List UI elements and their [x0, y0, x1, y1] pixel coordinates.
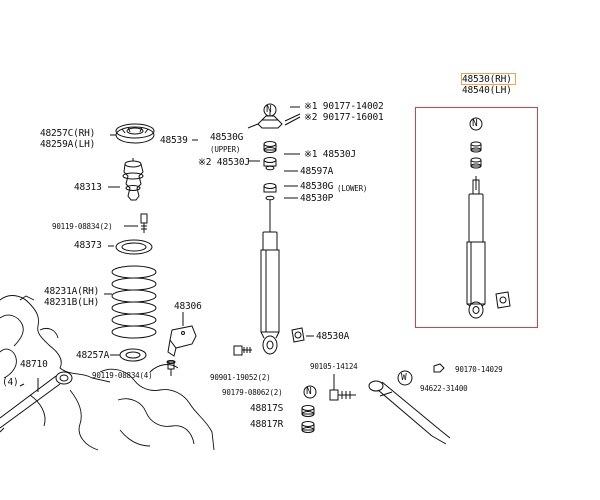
n-marker-top: N [266, 104, 272, 115]
bolt-90119-lower [166, 360, 176, 376]
part-label-48540-lh[interactable]: 48540(LH) [462, 85, 512, 96]
part-number-highlight[interactable] [461, 73, 516, 85]
part-label-90179[interactable]: 90179-08062(2) [222, 388, 283, 397]
part-label-48530p[interactable]: 48530P [300, 193, 334, 204]
ref-90177-16001[interactable]: ※2 90177-16001 [304, 112, 384, 123]
part-label-48257c[interactable]: 48257C(RH) [40, 128, 96, 139]
part-label-48710[interactable]: 48710 [20, 359, 48, 370]
bolt-90105 [329, 374, 356, 401]
bushings-48817 [301, 405, 315, 433]
part-label-48530g-lower[interactable]: 48530G [300, 181, 334, 192]
part-label-48530-rh[interactable]: 48530(RH) [462, 74, 512, 85]
part-label-48231b[interactable]: 48231B(LH) [44, 297, 100, 308]
bracket-48306 [167, 312, 197, 357]
upper-spring-seat [110, 123, 155, 144]
shock-absorber-mid [260, 216, 314, 355]
n-marker-right: N [472, 118, 478, 129]
part-label-48539[interactable]: 48539 [160, 135, 188, 146]
lower-link-arm [368, 363, 451, 445]
chassis-outline [0, 295, 215, 451]
part-label-90170[interactable]: 90170-14029 [455, 365, 503, 374]
upper-mount-stack [192, 103, 301, 216]
nut-90179 [303, 385, 317, 399]
part-label-48597a[interactable]: 48597A [300, 166, 334, 177]
part-label-lower: (LOWER) [337, 184, 368, 193]
part-label-upper: (UPPER) [210, 145, 241, 154]
part-label-48231a[interactable]: 48231A(RH) [44, 286, 100, 297]
n-marker-lower: N [306, 386, 312, 397]
part-label-48373[interactable]: 48373 [74, 240, 102, 251]
part-label-90119-2[interactable]: 90119-08834(2) [52, 222, 113, 231]
part-label-48530j-2[interactable]: ※2 48530J [198, 157, 250, 168]
part-label-48306[interactable]: 48306 [174, 301, 202, 312]
part-label-90119-4[interactable]: 90119-08834(4) [92, 371, 153, 380]
bolt-90901 [233, 345, 252, 356]
lower-spring-seat [110, 348, 147, 362]
part-label-48817r[interactable]: 48817R [250, 419, 284, 430]
spring-insulator [108, 239, 153, 255]
part-label-48817s[interactable]: 48817S [250, 403, 284, 414]
part-label-48257a[interactable]: 48257A [76, 350, 110, 361]
bump-stopper [108, 158, 144, 201]
part-label-48530j-1[interactable]: ※1 48530J [304, 149, 356, 160]
ref-90177-14002[interactable]: ※1 90177-14002 [304, 101, 384, 112]
highlight-frame [415, 107, 538, 328]
part-label-48313[interactable]: 48313 [74, 182, 102, 193]
part-label-4: (4) [2, 377, 19, 388]
part-label-48530g-upper[interactable]: 48530G [210, 132, 244, 143]
coil-spring [104, 265, 157, 339]
shock-absorber-assy-right [466, 117, 511, 319]
part-label-90901[interactable]: 90901-19052(2) [210, 373, 271, 382]
part-label-48259a[interactable]: 48259A(LH) [40, 139, 96, 150]
lateral-control-rod-48710 [0, 371, 73, 433]
bolt-90119 [124, 213, 148, 233]
w-marker: W [401, 372, 407, 383]
part-label-90105[interactable]: 90105-14124 [310, 362, 358, 371]
part-label-94622[interactable]: 94622-31400 [420, 384, 468, 393]
part-label-48530a[interactable]: 48530A [316, 331, 350, 342]
